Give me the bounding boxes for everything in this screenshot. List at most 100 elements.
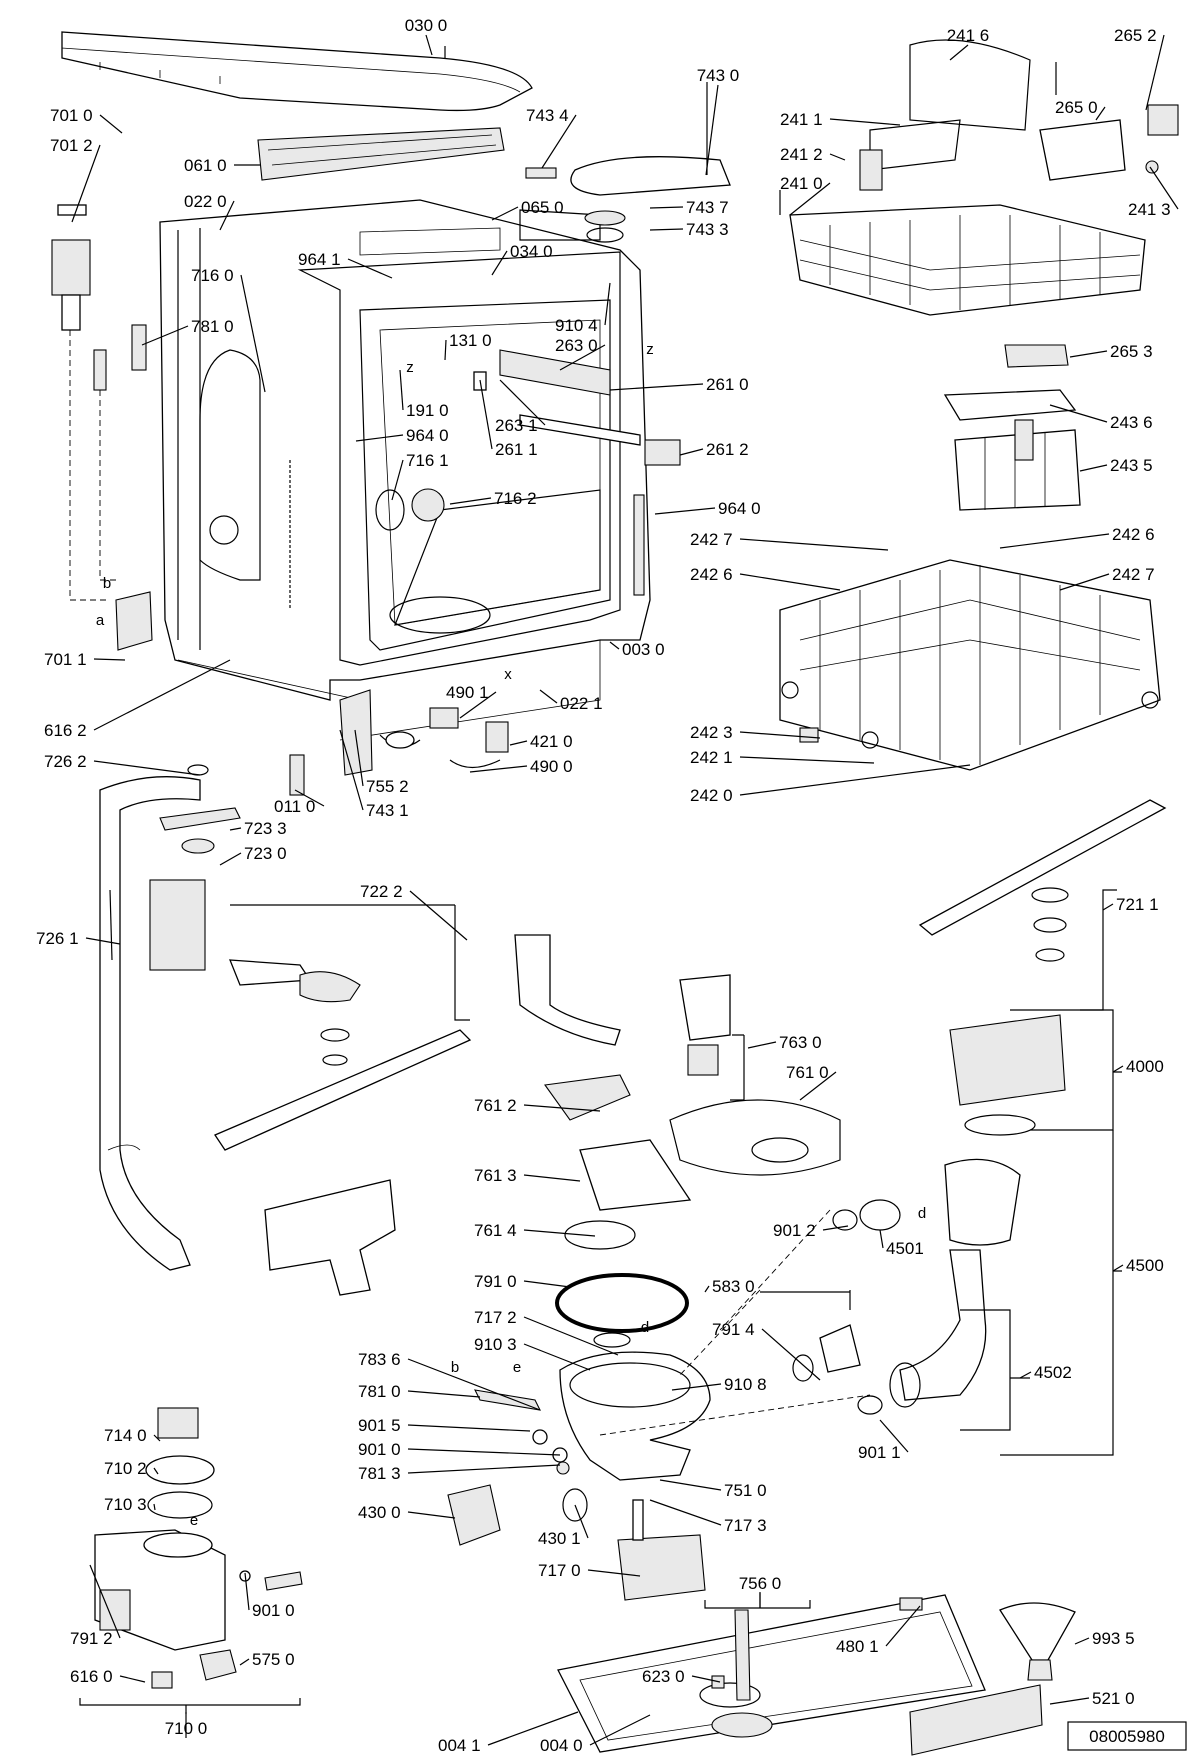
part-label-716-2: 716 2 [494,489,537,508]
part-label-901-1: 901 1 [858,1443,901,1462]
part-label-763-0: 763 0 [779,1033,822,1052]
leader-791-2 [89,1564,121,1639]
leader-4500 [1112,1264,1124,1272]
leader-4502 [1019,1371,1032,1379]
door-spring-part [93,324,291,610]
part-label-743-0: 743 0 [697,66,740,85]
leader-265-0 [1095,106,1106,121]
leader-761-3 [523,1174,581,1182]
leader-575-0 [239,1658,250,1666]
leader-714-0 [153,1434,161,1442]
part-label-242-6a: 242 6 [1112,525,1155,544]
callout-letter-b1: b [103,575,111,592]
part-label-726-1: 726 1 [36,929,79,948]
upper-basket-part [789,39,1179,316]
leader-721-1 [1102,903,1114,911]
part-label-261-1: 261 1 [495,440,538,459]
part-label-743-3: 743 3 [686,220,729,239]
supply-pipe-part [99,776,206,1271]
part-label-701-2: 701 2 [50,136,93,155]
part-label-242-0: 242 0 [690,786,733,805]
callout-letter-a1: a [96,612,105,629]
part-label-721-1: 721 1 [1116,895,1159,914]
leader-022-1 [539,689,558,704]
part-label-263-1: 263 1 [495,416,538,435]
base-pan-part [557,1594,986,1753]
part-label-480-1: 480 1 [836,1637,879,1656]
leader-723-0 [219,852,242,866]
leader-265-3 [1069,350,1108,358]
part-label-901-0a: 901 0 [358,1440,401,1459]
leader-726-1 [85,937,121,945]
leader-241-0 [789,182,831,216]
part-label-4500: 4500 [1126,1256,1164,1275]
leader-034-0 [491,250,508,276]
part-label-726-2: 726 2 [44,752,87,771]
leader-430-1 [574,1504,589,1539]
part-label-901-2: 901 2 [773,1221,816,1240]
leader-243-5 [1079,464,1108,472]
part-label-131-0: 131 0 [449,331,492,350]
part-label-723-0: 723 0 [244,844,287,863]
part-label-964-1: 964 1 [298,250,341,269]
part-label-755-2: 755 2 [366,777,409,796]
part-label-701-0: 701 0 [50,106,93,125]
part-label-243-6: 243 6 [1110,413,1153,432]
leader-743-3 [649,228,684,231]
leader-964-0a [355,434,404,442]
leader-761-0 [799,1071,837,1101]
leader-241-2 [829,153,846,161]
spray-arm-hub-parts [159,764,241,854]
leader-243-6 [1049,404,1108,423]
part-label-575-0: 575 0 [252,1650,295,1669]
leader-743-4 [541,114,577,169]
leader-910-4 [604,282,611,326]
drawing-number-box: 08005980 [1067,1721,1187,1751]
leader-261-0 [609,383,704,391]
filter-group-parts [514,934,841,1250]
leader-241-1 [829,118,901,126]
circulation-hose-part [832,1158,1021,1415]
part-label-243-5: 243 5 [1110,456,1153,475]
drawing-number: 08005980 [1089,1727,1165,1746]
tub-frame-part [159,199,651,741]
leader-710-2 [153,1467,159,1475]
leader-583-0 [704,1285,710,1293]
callout-letter-z1: z [406,359,414,376]
part-label-265-0: 265 0 [1055,98,1098,117]
fill-cap-part [525,156,731,243]
leader-003-0 [609,641,620,650]
leader-701-1 [93,658,126,661]
leader-717-2 [523,1316,619,1356]
leader-4501 [879,1229,884,1249]
part-label-265-2: 265 2 [1114,26,1157,45]
leader-751-0 [659,1479,722,1491]
part-label-430-0: 430 0 [358,1503,401,1522]
part-label-583-0: 583 0 [712,1277,755,1296]
inlet-valve-part [51,204,120,601]
leader-901-2 [822,1225,849,1231]
part-label-743-7: 743 7 [686,198,729,217]
leader-716-1 [391,459,404,501]
leader-761-2 [523,1104,601,1112]
part-label-004-1: 004 1 [438,1736,481,1755]
rotor-parts [375,488,445,531]
pumps-part [447,1484,706,1601]
kick-panel-part [909,1684,1043,1756]
leader-4000 [1112,1065,1124,1073]
leader-616-2 [93,659,231,731]
part-label-751-0: 751 0 [724,1481,767,1500]
part-label-791-4: 791 4 [712,1320,755,1339]
leader-430-0 [407,1511,456,1519]
part-label-781-0a: 781 0 [191,317,234,336]
part-label-910-4: 910 4 [555,316,598,335]
part-label-030-0: 030 0 [405,16,448,35]
callout-letter-d2: d [641,1319,649,1336]
leader-710-3 [153,1503,156,1511]
leader-065-0 [491,206,519,221]
part-label-717-0: 717 0 [538,1561,581,1580]
part-label-4501: 4501 [886,1239,924,1258]
leader-964-0b [654,507,716,515]
